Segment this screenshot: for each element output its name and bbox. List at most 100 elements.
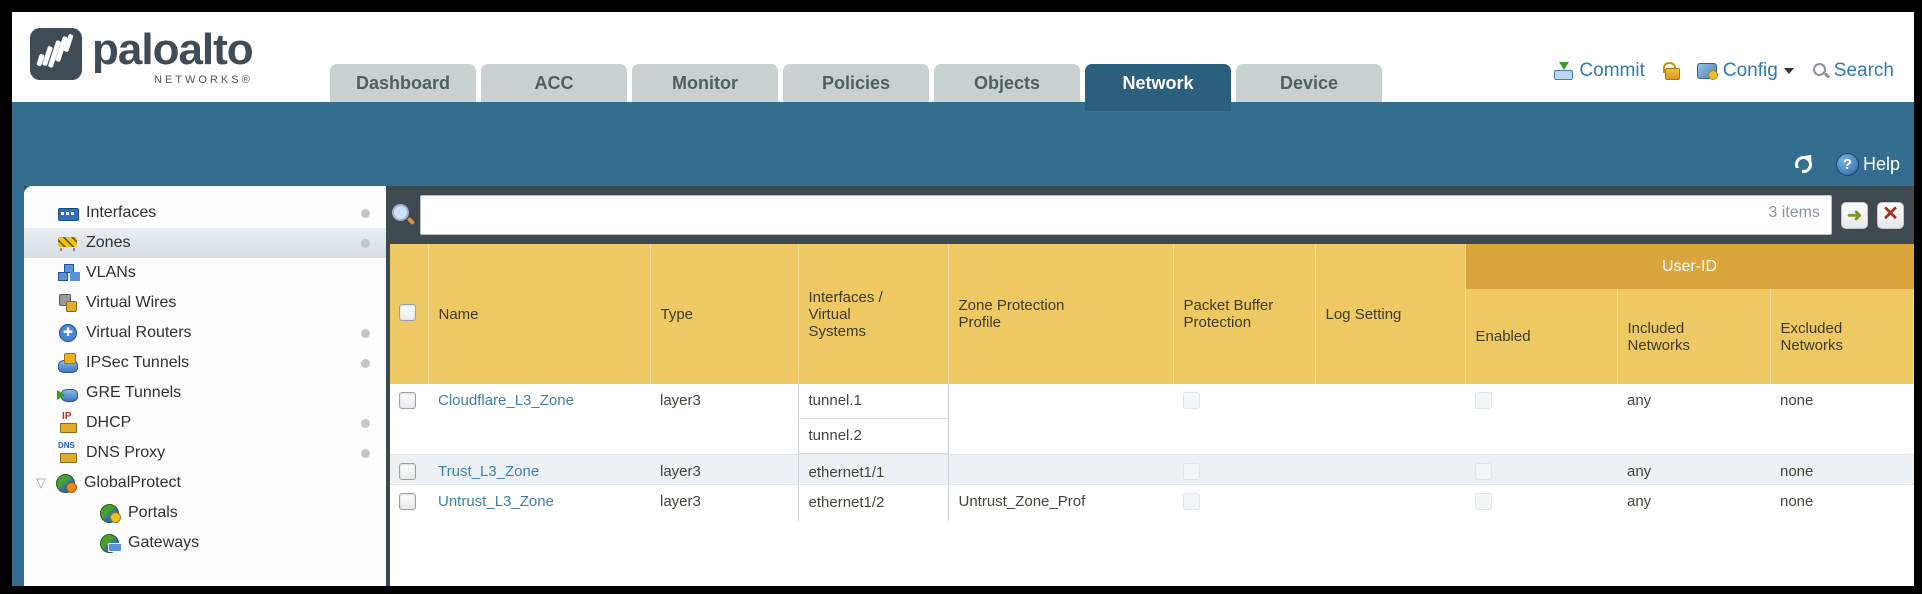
col-header-zone-protection[interactable]: Zone Protection Profile xyxy=(948,244,1174,384)
virtual-wires-icon xyxy=(58,293,78,313)
interface-entry: ethernet1/2 xyxy=(808,494,885,511)
filter-input[interactable] xyxy=(420,195,1832,235)
tab-policies[interactable]: Policies xyxy=(783,64,929,102)
status-dot xyxy=(361,239,370,248)
sidebar-item-virtual-wires[interactable]: Virtual Wires xyxy=(24,288,386,318)
magnifier-icon xyxy=(390,202,416,228)
top-bar: paloalto NETWORKS® Dashboard ACC Monitor… xyxy=(12,12,1914,111)
zone-name-link[interactable]: Trust_L3_Zone xyxy=(438,463,540,480)
tab-device[interactable]: Device xyxy=(1236,64,1382,102)
commit-icon xyxy=(1553,62,1574,80)
expander-triangle-icon[interactable]: ▽ xyxy=(36,475,46,490)
tab-network[interactable]: Network xyxy=(1085,64,1231,111)
col-group-user-id: User-ID xyxy=(1465,244,1914,289)
dhcp-icon xyxy=(58,411,78,433)
row-checkbox[interactable] xyxy=(399,392,416,409)
sidebar-item-gre-tunnels[interactable]: GRE Tunnels xyxy=(24,378,386,408)
globalprotect-icon xyxy=(56,473,77,493)
tab-monitor[interactable]: Monitor xyxy=(632,64,778,102)
status-dot xyxy=(361,449,370,458)
user-id-enabled-checkbox xyxy=(1475,463,1492,480)
tab-objects[interactable]: Objects xyxy=(934,64,1080,102)
row-checkbox[interactable] xyxy=(399,463,416,480)
tab-dashboard[interactable]: Dashboard xyxy=(330,64,476,102)
network-sidebar: Interfaces Zones VLANs Virtual Wires Vir… xyxy=(24,186,386,586)
sidebar-item-interfaces[interactable]: Interfaces xyxy=(24,198,386,228)
help-icon[interactable]: ? xyxy=(1835,153,1859,176)
zone-protection-profile xyxy=(948,384,1173,455)
log-setting xyxy=(1315,484,1465,521)
select-all-checkbox[interactable] xyxy=(399,303,416,321)
gre-tunnels-icon xyxy=(57,383,78,403)
gateways-icon xyxy=(100,533,122,553)
interface-entry: ethernet1/1 xyxy=(808,464,885,481)
sidebar-item-globalprotect[interactable]: ▽ GlobalProtect xyxy=(36,473,181,493)
status-dot xyxy=(361,329,370,338)
refresh-icon[interactable] xyxy=(1793,156,1812,174)
chevron-down-icon xyxy=(1783,68,1794,74)
sidebar-item-dns-proxy[interactable]: DNS Proxy xyxy=(24,438,386,468)
ipsec-tunnels-icon xyxy=(58,353,78,373)
included-networks: any xyxy=(1617,484,1770,521)
sidebar-item-vlans[interactable]: VLANs xyxy=(24,258,386,288)
sidebar-item-ipsec-tunnels[interactable]: IPSec Tunnels xyxy=(24,348,386,378)
main-panel: 3 items ➜ ✕ xyxy=(386,186,1914,586)
sidebar-item-virtual-routers[interactable]: Virtual Routers xyxy=(24,318,386,348)
green-arrow-icon: ➜ xyxy=(1846,205,1863,225)
lock-icon[interactable] xyxy=(1662,62,1680,80)
col-header-enabled[interactable]: Enabled xyxy=(1465,289,1618,384)
log-setting xyxy=(1315,454,1465,485)
excluded-networks: none xyxy=(1780,392,1814,409)
zone-name-link[interactable]: Cloudflare_L3_Zone xyxy=(438,392,574,409)
commit-link[interactable]: Commit xyxy=(1553,60,1645,82)
sidebar-item-dhcp[interactable]: DHCP xyxy=(24,408,386,438)
col-header-packet-buffer[interactable]: Packet Buffer Protection xyxy=(1173,244,1316,384)
portals-icon xyxy=(100,503,121,523)
interface-entry: tunnel.1 xyxy=(798,384,948,419)
packet-buffer-checkbox xyxy=(1183,493,1200,510)
tab-acc[interactable]: ACC xyxy=(481,64,627,102)
zone-type: layer3 xyxy=(650,484,798,521)
col-header-excluded-networks[interactable]: Excluded Networks xyxy=(1770,289,1914,384)
status-dot xyxy=(361,359,370,368)
content-area: Interfaces Zones VLANs Virtual Wires Vir… xyxy=(12,186,1914,586)
col-header-included-networks[interactable]: Included Networks xyxy=(1617,289,1771,384)
user-id-enabled-checkbox xyxy=(1475,493,1492,510)
table-row: Trust_L3_Zone layer3 ethernet1/1 any xyxy=(390,454,1914,485)
packet-buffer-checkbox xyxy=(1183,463,1200,480)
header-select-all xyxy=(390,244,429,384)
search-link[interactable]: Search xyxy=(1812,60,1894,82)
col-header-interfaces[interactable]: Interfaces / Virtual Systems xyxy=(798,244,949,384)
config-link[interactable]: Config xyxy=(1696,60,1794,82)
sidebar-item-gateways[interactable]: Gateways xyxy=(24,528,386,558)
row-checkbox[interactable] xyxy=(399,493,416,510)
main-nav-tabs: Dashboard ACC Monitor Policies Objects N… xyxy=(330,64,1387,111)
zone-name-link[interactable]: Untrust_L3_Zone xyxy=(438,493,554,510)
col-header-log-setting[interactable]: Log Setting xyxy=(1315,244,1466,384)
col-header-type[interactable]: Type xyxy=(650,244,799,384)
clear-filter-button[interactable]: ✕ xyxy=(1877,201,1904,229)
log-setting xyxy=(1315,384,1465,455)
help-label[interactable]: Help xyxy=(1862,154,1900,174)
sidebar-item-portals[interactable]: Portals xyxy=(24,498,386,528)
sidebar-item-zones[interactable]: Zones xyxy=(24,228,386,258)
brand-name: paloalto xyxy=(92,25,254,74)
excluded-networks: none xyxy=(1770,454,1914,485)
zone-protection-profile xyxy=(948,454,1173,485)
filter-bar: 3 items ➜ ✕ xyxy=(386,186,1914,244)
virtual-routers-icon xyxy=(58,323,78,343)
page-header-band: ? Help xyxy=(12,102,1914,186)
brand-networks: NETWORKS® xyxy=(154,74,253,86)
apply-filter-button[interactable]: ➜ xyxy=(1841,201,1868,229)
col-header-name[interactable]: Name xyxy=(428,244,651,384)
paloalto-logo-icon xyxy=(30,28,82,80)
zones-icon xyxy=(58,233,78,253)
config-icon xyxy=(1696,63,1718,80)
dns-proxy-icon xyxy=(58,441,78,463)
user-id-enabled-checkbox xyxy=(1475,392,1492,409)
table-row: Untrust_L3_Zone layer3 ethernet1/2 Untru… xyxy=(390,484,1914,521)
table-row: Cloudflare_L3_Zone layer3 tunnel.1 tunne… xyxy=(390,384,1914,455)
red-x-icon: ✕ xyxy=(1882,203,1899,225)
included-networks: any xyxy=(1627,392,1652,409)
